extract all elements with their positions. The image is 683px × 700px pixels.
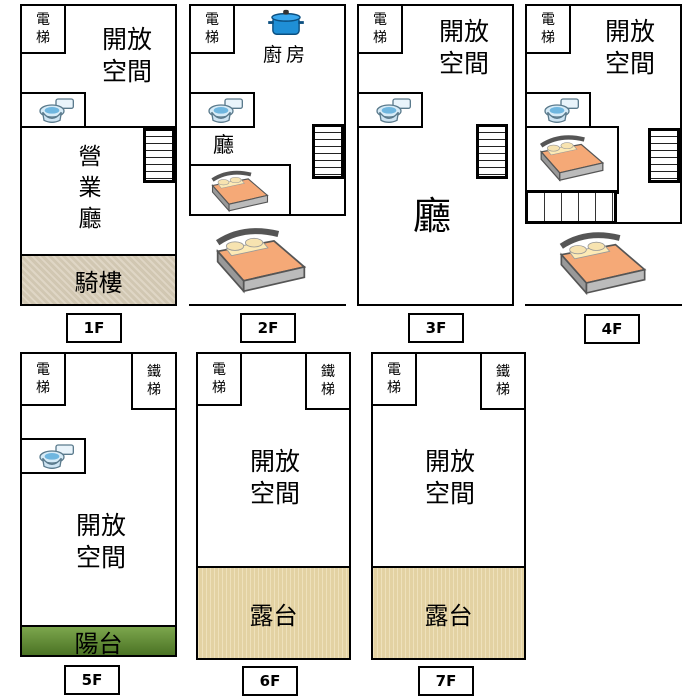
toilet-icon: [541, 96, 581, 126]
bedroom-large: [525, 222, 682, 304]
bedroom-small: [525, 126, 619, 194]
iron-stairs: 鐵 梯: [131, 352, 177, 410]
floor-plan-6f: 電 梯 鐵 梯 開放 空間 露台: [196, 352, 351, 660]
floor-plan-1f: 電 梯 開放 空間 營 業 廳 騎樓: [20, 4, 177, 306]
open-space-label: 開放 空間: [424, 447, 475, 508]
arcade-label: 騎樓: [74, 268, 123, 297]
staircase-icon: [525, 190, 617, 224]
balcony: 陽台: [22, 625, 175, 658]
floor-label-5f: 5F: [64, 665, 120, 695]
iron-stairs: 鐵 梯: [480, 352, 526, 410]
floor-label-3f: 3F: [408, 313, 464, 343]
iron-stairs: 鐵 梯: [305, 352, 351, 410]
terrace: 露台: [198, 566, 349, 658]
hall-label: 廳: [412, 194, 451, 238]
elevator: 電 梯: [189, 4, 235, 54]
floor-plan-7f: 電 梯 鐵 梯 開放 空間 露台: [371, 352, 526, 660]
open-space-label: 開放 空間: [604, 17, 655, 78]
toilet-icon: [36, 442, 76, 472]
elevator: 電 梯: [20, 352, 66, 406]
floor-plan-4f: 電 梯 開放 空間: [525, 4, 682, 306]
floor-label-6f: 6F: [242, 666, 298, 696]
open-space-label: 開放 空間: [438, 17, 489, 78]
open-space-label: 開放 空間: [75, 511, 126, 572]
bathroom: [20, 92, 86, 128]
staircase-icon: [312, 124, 344, 179]
bedroom-large: [189, 214, 346, 304]
toilet-icon: [36, 96, 76, 126]
bathroom: [20, 438, 86, 474]
business-hall-label: 營 業 廳: [78, 144, 102, 232]
floor-plan-2f: 電 梯 廚房 廳: [189, 4, 346, 306]
staircase-icon: [476, 124, 508, 179]
floor-label-4f: 4F: [584, 314, 640, 344]
elevator: 電 梯: [196, 352, 242, 406]
staircase-icon: [143, 128, 175, 183]
kitchen-label: 廚房: [263, 44, 310, 66]
terrace: 露台: [373, 566, 524, 658]
floor-label-2f: 2F: [240, 313, 296, 343]
open-space-label: 開放 空間: [101, 25, 152, 86]
bathroom: [357, 92, 423, 128]
toilet-icon: [205, 96, 245, 126]
floor-plan-5f: 電 梯 鐵 梯 開放 空間 陽台: [20, 352, 177, 658]
bathroom: [525, 92, 591, 128]
open-space-label: 開放 空間: [249, 447, 300, 508]
elevator: 電 梯: [525, 4, 571, 54]
bed-icon: [553, 226, 653, 300]
terrace-label: 露台: [424, 601, 473, 630]
terrace-label: 露台: [249, 601, 298, 630]
hall-label: 廳: [213, 133, 238, 157]
arcade: 騎樓: [22, 254, 175, 304]
elevator: 電 梯: [357, 4, 403, 54]
toilet-icon: [373, 96, 413, 126]
staircase-icon: [648, 128, 680, 183]
elevator: 電 梯: [371, 352, 417, 406]
floor-label-7f: 7F: [418, 666, 474, 696]
bed-icon: [535, 132, 609, 184]
cooking-pot-icon: [267, 8, 305, 38]
elevator: 電 梯: [20, 4, 66, 54]
bedroom-small: [189, 164, 291, 216]
balcony-label: 陽台: [74, 629, 123, 658]
floor-label-1f: 1F: [66, 313, 122, 343]
bed-icon: [207, 168, 273, 214]
floor-plan-3f: 電 梯 開放 空間 廳: [357, 4, 514, 306]
bed-icon: [209, 222, 313, 298]
bathroom: [189, 92, 255, 128]
